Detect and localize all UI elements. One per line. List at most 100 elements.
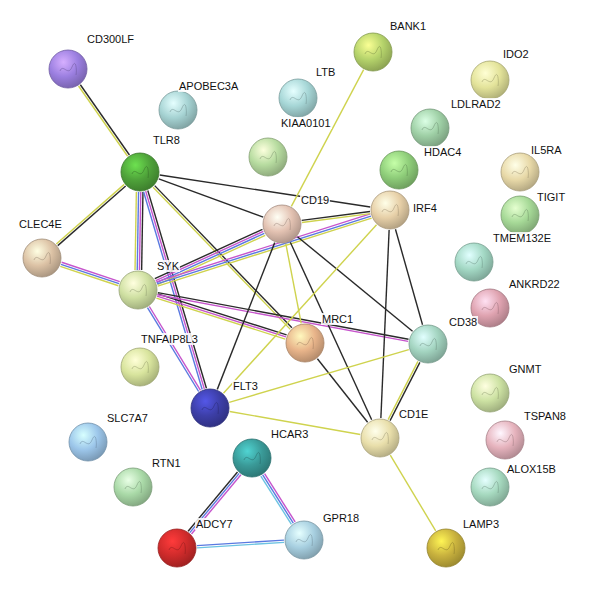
- node-sphere: [190, 388, 230, 428]
- evidence-line: [139, 192, 140, 270]
- protein-node: SYK: [118, 270, 158, 310]
- structure-sketch: [422, 122, 438, 134]
- protein-label: TNFAIP8L3: [140, 333, 199, 345]
- node-sphere: [470, 373, 510, 413]
- protein-node: GPR18: [284, 520, 324, 560]
- node-circle: [249, 138, 287, 176]
- evidence-line: [223, 225, 376, 393]
- node-circle: [471, 468, 509, 506]
- node-circle: [354, 33, 392, 71]
- evidence-line: [302, 211, 370, 220]
- node-circle: [371, 191, 409, 229]
- node-sphere: [232, 438, 272, 478]
- evidence-line: [197, 542, 284, 547]
- protein-label: CLEC4E: [18, 218, 63, 230]
- evidence-line: [79, 86, 128, 156]
- node-sphere: [353, 32, 393, 72]
- protein-label: CD300LF: [86, 33, 135, 45]
- protein-label: IL5RA: [530, 144, 563, 156]
- protein-node: TNFAIP8L3: [120, 347, 160, 387]
- node-circle: [501, 153, 539, 191]
- node-circle: [361, 419, 399, 457]
- protein-label: ANKRD22: [508, 278, 561, 290]
- node-sphere: [370, 190, 410, 230]
- protein-label: SLC7A7: [106, 412, 149, 424]
- protein-node: TMEM132E: [454, 242, 494, 282]
- interaction-edge: [159, 179, 263, 217]
- node-circle: [69, 423, 107, 461]
- interaction-edge: [390, 455, 435, 531]
- evidence-line: [62, 262, 120, 281]
- evidence-line: [265, 474, 296, 522]
- node-circle: [114, 468, 152, 506]
- evidence-line: [297, 237, 412, 332]
- evidence-line: [61, 264, 119, 283]
- evidence-line: [157, 296, 286, 337]
- node-circle: [159, 91, 197, 129]
- structure-sketch: [372, 432, 388, 444]
- node-sphere: [22, 238, 62, 278]
- node-sphere: [454, 242, 494, 282]
- protein-label: GPR18: [322, 512, 360, 524]
- protein-label: ADCY7: [195, 518, 234, 530]
- structure-sketch: [244, 452, 260, 464]
- node-circle: [380, 151, 418, 189]
- evidence-line: [229, 350, 409, 403]
- evidence-line: [80, 85, 129, 155]
- protein-label: TLR8: [152, 134, 181, 146]
- node-circle: [285, 521, 323, 559]
- structure-sketch: [125, 481, 141, 493]
- interaction-edge: [135, 192, 143, 270]
- interaction-edge: [395, 229, 422, 325]
- structure-sketch: [169, 542, 185, 554]
- protein-label: IRF4: [412, 202, 438, 214]
- interaction-edge: [153, 186, 292, 330]
- structure-sketch: [438, 542, 454, 554]
- structure-sketch: [132, 166, 148, 178]
- protein-label: BANK1: [389, 20, 427, 32]
- protein-label: ALOX15B: [506, 463, 557, 475]
- protein-label: LAMP3: [462, 518, 500, 530]
- node-circle: [279, 79, 317, 117]
- interaction-edge: [302, 211, 371, 222]
- node-circle: [486, 421, 524, 459]
- interaction-edge: [160, 175, 370, 207]
- evidence-line: [317, 359, 367, 423]
- protein-node: IDO2: [470, 60, 510, 100]
- protein-label: TIGIT: [536, 191, 566, 203]
- evidence-line: [137, 192, 138, 270]
- protein-node: TSPAN8: [485, 420, 525, 460]
- evidence-line: [149, 307, 200, 391]
- node-circle: [191, 389, 229, 427]
- protein-node: CD19: [262, 204, 302, 244]
- evidence-line: [395, 229, 422, 325]
- node-sphere: [113, 467, 153, 507]
- protein-node: IL5RA: [500, 152, 540, 192]
- node-sphere: [118, 270, 158, 310]
- structure-sketch: [132, 361, 148, 373]
- protein-label: LDLRAD2: [450, 98, 502, 110]
- interaction-edge: [297, 237, 412, 332]
- interaction-edge: [223, 225, 376, 393]
- node-sphere: [500, 195, 540, 235]
- evidence-line: [190, 473, 239, 532]
- node-sphere: [158, 90, 198, 130]
- node-circle: [233, 439, 271, 477]
- interaction-edge: [381, 230, 389, 418]
- node-sphere: [360, 418, 400, 458]
- protein-node: IRF4: [370, 190, 410, 230]
- node-sphere: [408, 324, 448, 364]
- node-circle: [158, 529, 196, 567]
- evidence-line: [135, 192, 136, 270]
- node-sphere: [485, 420, 525, 460]
- node-sphere: [426, 528, 466, 568]
- protein-node: TLR8: [120, 152, 160, 192]
- node-circle: [409, 325, 447, 363]
- structure-sketch: [482, 302, 498, 314]
- node-sphere: [410, 108, 450, 148]
- evidence-line: [153, 187, 290, 329]
- interaction-edge: [197, 540, 284, 548]
- protein-label: CD1E: [398, 408, 429, 420]
- node-circle: [121, 153, 159, 191]
